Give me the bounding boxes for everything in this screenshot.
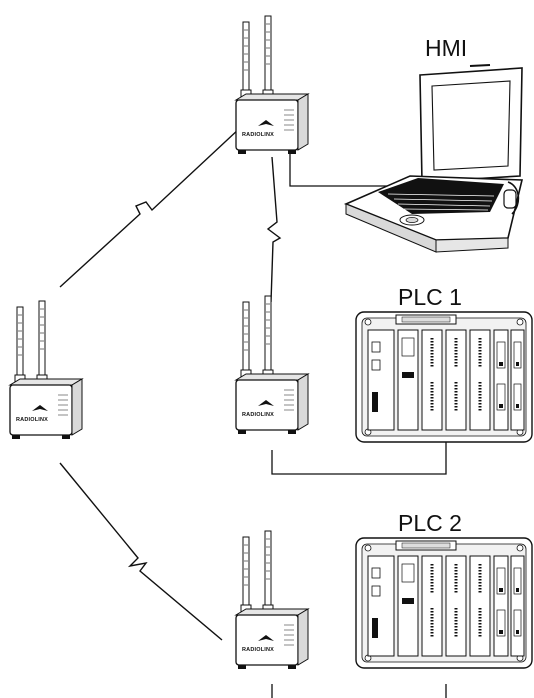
plc-rack-icon	[354, 310, 534, 444]
wireless-link-icon	[266, 156, 282, 303]
wireless-link-icon	[59, 462, 223, 641]
hmi-label: HMI	[425, 35, 467, 61]
laptop-icon	[343, 64, 524, 253]
radio-modem-icon: RADIOLINX	[9, 300, 83, 440]
svg-text:RADIOLINX: RADIOLINX	[242, 647, 274, 653]
cable-radio-to-plc1	[271, 442, 447, 475]
svg-text:RADIOLINX: RADIOLINX	[242, 412, 274, 418]
svg-text:RADIOLINX: RADIOLINX	[16, 417, 48, 423]
plc2-label: PLC 2	[398, 510, 462, 536]
radio-modem-icon: RADIOLINX	[235, 530, 309, 670]
radio-modem-icon: RADIOLINX	[235, 15, 309, 155]
svg-text:RADIOLINX: RADIOLINX	[242, 132, 274, 138]
cable-radio-to-hmi	[289, 152, 392, 187]
plc1-label: PLC 1	[398, 284, 462, 310]
wireless-link-icon	[59, 127, 241, 288]
radio-modem-icon: RADIOLINX	[235, 295, 309, 435]
plc-rack-icon	[354, 536, 534, 670]
